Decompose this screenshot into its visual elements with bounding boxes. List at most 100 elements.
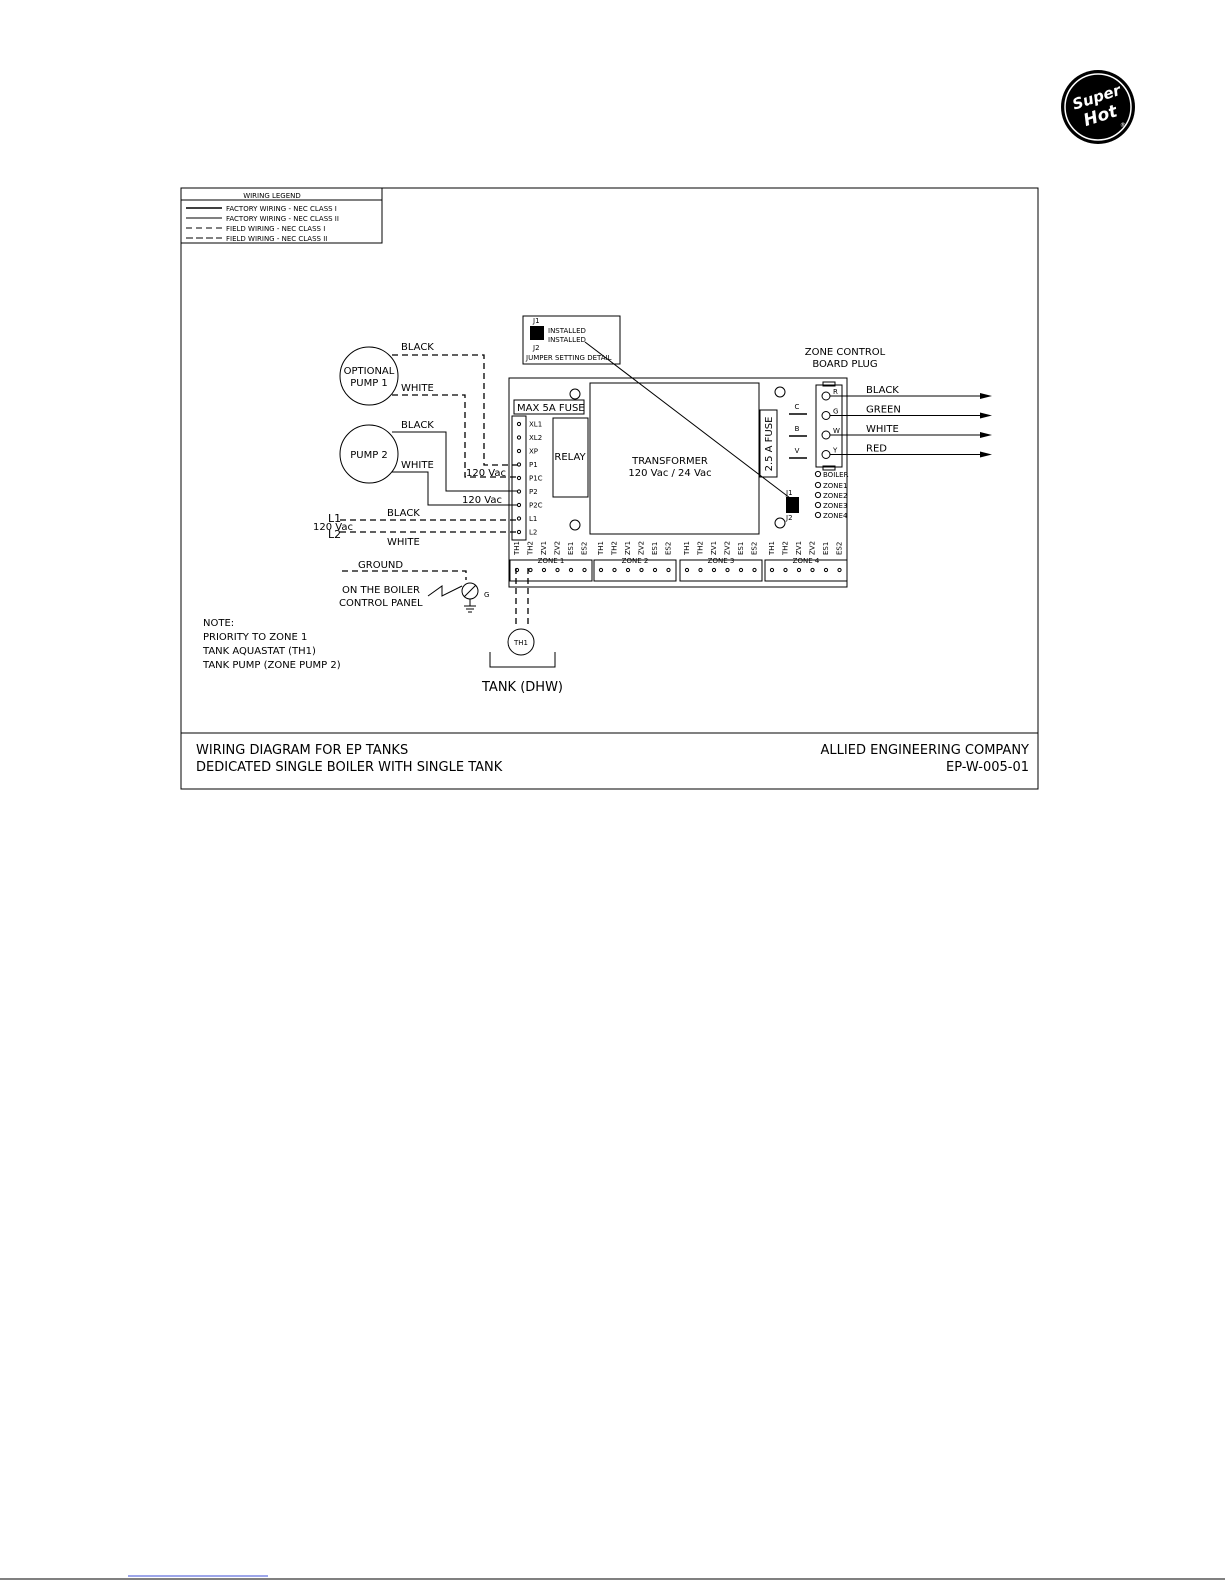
terminal-screw-icon — [516, 502, 522, 508]
ground-label: GROUND — [358, 560, 403, 571]
boiler-panel-label-2: CONTROL PANEL — [339, 598, 423, 609]
terminal-label: ZV1 — [710, 541, 718, 555]
plug-pin-letter: W — [833, 427, 840, 435]
terminal-screw-icon — [752, 567, 757, 573]
voltage-label: 120 Vac — [466, 468, 506, 479]
title-block-right-2: EP-W-005-01 — [946, 760, 1029, 775]
wiring-legend: WIRING LEGEND FACTORY WIRING - NEC CLASS… — [180, 187, 383, 244]
terminal-label: P2C — [529, 502, 543, 510]
zone-plug-title-2: BOARD PLUG — [812, 359, 877, 370]
zone-plug-title: ZONE CONTROL — [805, 347, 886, 358]
terminal-screw-icon — [837, 567, 842, 573]
terminal-label: TH2 — [611, 541, 619, 556]
zone-terminal-block — [509, 559, 593, 582]
cbv-label: V — [795, 447, 800, 455]
note-title: NOTE: — [203, 618, 234, 629]
wire-label-white: WHITE — [387, 537, 420, 548]
zone-label: ZONE 3 — [708, 557, 735, 565]
arrow-right-icon — [980, 393, 992, 399]
indicator-label: ZONE2 — [823, 492, 847, 500]
jumper-j2-label: J2 — [532, 344, 540, 352]
factory-wiring — [392, 431, 518, 506]
title-block-left-2: DEDICATED SINGLE BOILER WITH SINGLE TANK — [196, 760, 503, 775]
note-line: PRIORITY TO ZONE 1 — [203, 632, 307, 643]
terminal-screw-icon — [555, 567, 560, 573]
terminal-label: L1 — [529, 515, 537, 523]
terminal-screw-icon — [725, 567, 730, 573]
wire-label-black: BLACK — [387, 508, 420, 519]
terminal-label: ZV2 — [638, 541, 646, 555]
wire-label-white: WHITE — [401, 460, 434, 471]
terminal-label: ZV1 — [540, 541, 548, 555]
arrow-right-icon — [980, 412, 992, 419]
indicator-label: BOILER — [823, 471, 849, 479]
plug-wire-label: RED — [866, 444, 887, 455]
terminal-screw-icon — [698, 567, 703, 573]
terminal-label: ES1 — [737, 542, 745, 555]
terminal-screw-icon — [528, 567, 533, 573]
jumper-setting-detail: J1 INSTALLED INSTALLED J2 JUMPER SETTING… — [522, 315, 791, 499]
terminal-screw-icon — [568, 567, 574, 573]
voltage-label: 120 Vac — [462, 495, 502, 506]
field-wiring — [340, 354, 529, 628]
terminal-screw-icon — [652, 567, 658, 573]
terminal-label: ZV2 — [809, 541, 817, 555]
plug-pin-icon — [821, 411, 831, 420]
terminal-screw-icon — [769, 567, 775, 573]
terminal-screw-icon — [598, 567, 604, 573]
jumper-caption: JUMPER SETTING DETAIL — [525, 354, 612, 362]
terminal-screw-icon — [516, 448, 522, 454]
pump-2: PUMP 2 — [339, 424, 399, 484]
cbv-label: B — [795, 425, 800, 433]
indicator-led-icon — [814, 470, 822, 478]
note-line: TANK AQUASTAT (TH1) — [202, 646, 316, 657]
terminal-label: XL2 — [529, 434, 542, 442]
terminal-screw-icon — [516, 516, 522, 521]
terminal-screw-icon — [516, 529, 522, 535]
plug-wire-label: GREEN — [866, 405, 901, 416]
wire-label-white: WHITE — [401, 383, 434, 394]
terminal-screw-icon — [516, 475, 522, 481]
terminal-screw-icon — [612, 567, 617, 573]
terminal-screw-icon — [796, 567, 802, 573]
ground-icon — [427, 582, 479, 613]
pump-2-label: PUMP 2 — [350, 450, 388, 461]
terminal-label: ES1 — [567, 542, 575, 555]
zone-terminal-block — [593, 559, 677, 582]
terminal-label: ES1 — [822, 542, 830, 555]
zone-label: ZONE 2 — [622, 557, 649, 565]
terminal-label: P1 — [529, 461, 538, 469]
indicator-led-icon — [814, 501, 822, 509]
line-l1-label: L1 — [328, 512, 341, 525]
indicator-label: ZONE3 — [823, 502, 847, 510]
terminal-label: TH2 — [697, 541, 705, 556]
transformer-rating: 120 Vac / 24 Vac — [628, 468, 711, 479]
legend-item: FACTORY WIRING - NEC CLASS I — [226, 205, 337, 213]
legend-title: WIRING LEGEND — [243, 192, 301, 200]
arrow-right-icon — [980, 432, 992, 438]
terminal-screw-icon — [516, 421, 522, 427]
note-line: TANK PUMP (ZONE PUMP 2) — [202, 660, 341, 671]
plug-pin-icon — [821, 450, 831, 459]
jumper-leader-line — [584, 341, 791, 499]
plug-pin-icon — [821, 430, 831, 440]
terminal-label: P2 — [529, 488, 538, 496]
max-fuse-label: MAX 5A FUSE — [517, 403, 585, 414]
terminal-label: ZV2 — [724, 541, 732, 555]
terminal-label: ES2 — [836, 542, 844, 555]
optional-pump-label-2: PUMP 1 — [350, 378, 388, 389]
plug-pin-letter: R — [833, 388, 838, 396]
title-block-right-1: ALLIED ENGINEERING COMPANY — [821, 743, 1030, 758]
terminal-screw-icon — [541, 567, 547, 573]
notes: NOTE: PRIORITY TO ZONE 1 TANK AQUASTAT (… — [202, 618, 341, 671]
legend-item: FIELD WIRING - NEC CLASS I — [226, 225, 325, 233]
plug-pin-letter: Y — [832, 447, 838, 455]
terminal-label: TH2 — [782, 541, 790, 556]
drawing-frame — [180, 187, 1039, 790]
zone-terminal-block — [679, 559, 763, 582]
board-jumper-block — [786, 497, 799, 513]
